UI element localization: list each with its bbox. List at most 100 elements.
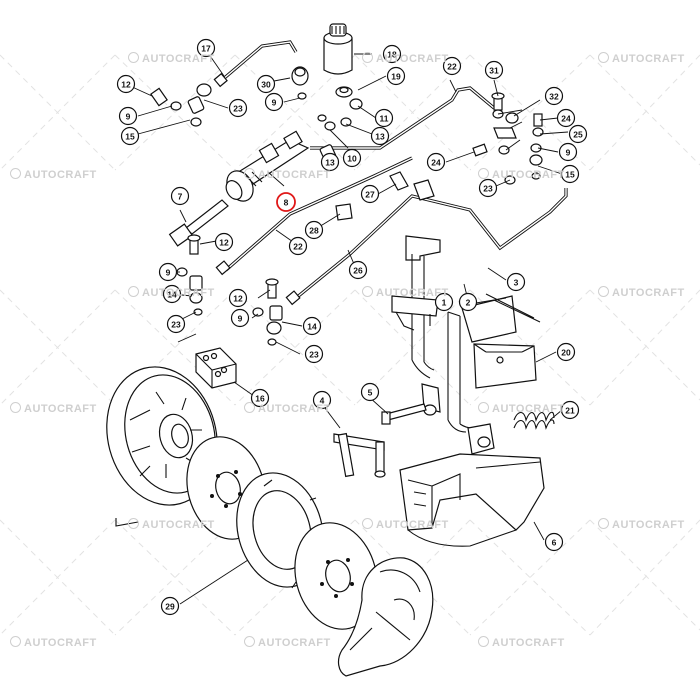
callout-18: 18: [382, 44, 402, 64]
svg-text:15: 15: [125, 132, 135, 142]
svg-text:8: 8: [284, 198, 289, 208]
callout-2: 2: [458, 292, 478, 312]
callout-12b: 12: [214, 232, 234, 252]
callout-12c: 12: [228, 288, 248, 308]
callout-23c: 23: [304, 344, 324, 364]
callout-23a: 23: [228, 98, 248, 118]
svg-text:9: 9: [566, 148, 571, 158]
svg-text:21: 21: [565, 406, 575, 416]
callout-9d: 9: [230, 308, 250, 328]
bracket-29: [115, 518, 139, 527]
svg-text:23: 23: [309, 350, 319, 360]
fittings-right: [472, 92, 544, 185]
svg-text:12: 12: [233, 294, 243, 304]
svg-text:29: 29: [165, 602, 175, 612]
svg-text:9: 9: [272, 98, 277, 108]
fluid-reservoir: [323, 23, 353, 75]
svg-text:1: 1: [442, 298, 447, 308]
svg-text:9: 9: [238, 314, 243, 324]
callout-5: 5: [360, 382, 380, 402]
svg-text:24: 24: [431, 158, 441, 168]
callout-8-highlighted: 8: [276, 192, 296, 212]
svg-text:27: 27: [365, 190, 375, 200]
svg-text:32: 32: [549, 92, 559, 102]
svg-text:11: 11: [380, 114, 389, 124]
callout-1: 1: [434, 292, 454, 312]
callout-28: 28: [304, 220, 324, 240]
svg-text:22: 22: [447, 62, 457, 72]
clutch-disc-rear: [294, 522, 378, 630]
svg-text:22: 22: [293, 242, 303, 252]
support-bracket: [399, 453, 545, 547]
callout-23d: 23: [478, 178, 498, 198]
bolt-5: [381, 403, 427, 425]
svg-text:30: 30: [261, 80, 271, 90]
callout-24a: 24: [426, 152, 446, 172]
fittings-left-top: [150, 66, 309, 127]
callout-9e: 9: [558, 142, 578, 162]
callout-13a: 13: [370, 126, 390, 146]
return-spring: [513, 411, 555, 430]
svg-text:2: 2: [466, 298, 471, 308]
callout-15a: 15: [120, 126, 140, 146]
fittings-left-bottom: [176, 234, 203, 316]
svg-text:5: 5: [368, 388, 373, 398]
svg-text:4: 4: [320, 396, 325, 406]
callout-4: 4: [312, 390, 332, 410]
pipe-26: [285, 188, 568, 306]
svg-text:23: 23: [233, 104, 243, 114]
callout-14a: 14: [162, 284, 182, 304]
callout-9b: 9: [264, 92, 284, 112]
reservoir-collar: [335, 86, 353, 98]
svg-text:13: 13: [325, 158, 335, 168]
svg-text:23: 23: [483, 184, 493, 194]
valve-block: [195, 347, 237, 389]
svg-text:15: 15: [565, 170, 575, 180]
pipe-22-upper: [310, 86, 496, 150]
svg-text:9: 9: [126, 112, 131, 122]
callout-9c: 9: [158, 262, 178, 282]
pushrod: [168, 199, 229, 247]
svg-text:23: 23: [171, 320, 181, 330]
svg-text:16: 16: [255, 394, 265, 404]
pipe-22-lower: [215, 156, 413, 276]
svg-text:12: 12: [121, 80, 131, 90]
callout-10: 10: [342, 148, 362, 168]
callout-9a: 9: [118, 106, 138, 126]
pedal-bracket-linkage: [335, 171, 435, 221]
callout-22a: 22: [442, 56, 462, 76]
brake-pedal: [447, 293, 541, 455]
callout-17: 17: [196, 38, 216, 58]
svg-text:14: 14: [167, 290, 177, 300]
svg-text:18: 18: [387, 50, 397, 60]
svg-text:28: 28: [309, 226, 319, 236]
clutch-pedal: [391, 235, 441, 416]
pipe-17: [213, 40, 298, 88]
svg-text:12: 12: [219, 238, 229, 248]
callout-6: 6: [544, 532, 564, 552]
callout-3: 3: [506, 272, 526, 292]
svg-text:9: 9: [166, 268, 171, 278]
svg-text:20: 20: [561, 348, 571, 358]
svg-text:7: 7: [178, 192, 183, 202]
svg-text:25: 25: [573, 130, 583, 140]
callout-22b: 22: [288, 236, 308, 256]
callout-27: 27: [360, 184, 380, 204]
svg-text:24: 24: [561, 114, 571, 124]
callout-19: 19: [386, 66, 406, 86]
callout-32: 32: [544, 86, 564, 106]
callout-23b: 23: [166, 314, 186, 334]
callout-29: 29: [160, 596, 180, 616]
callout-21: 21: [560, 400, 580, 420]
callout-16: 16: [250, 388, 270, 408]
svg-text:19: 19: [391, 72, 401, 82]
svg-text:13: 13: [375, 132, 385, 142]
callout-11: 11: [374, 108, 394, 128]
svg-text:6: 6: [552, 538, 557, 548]
pivot-shaft: [333, 432, 386, 478]
callout-15b: 15: [560, 164, 580, 184]
callout-20: 20: [556, 342, 576, 362]
callout-30: 30: [256, 74, 276, 94]
master-cylinder: [225, 130, 310, 202]
